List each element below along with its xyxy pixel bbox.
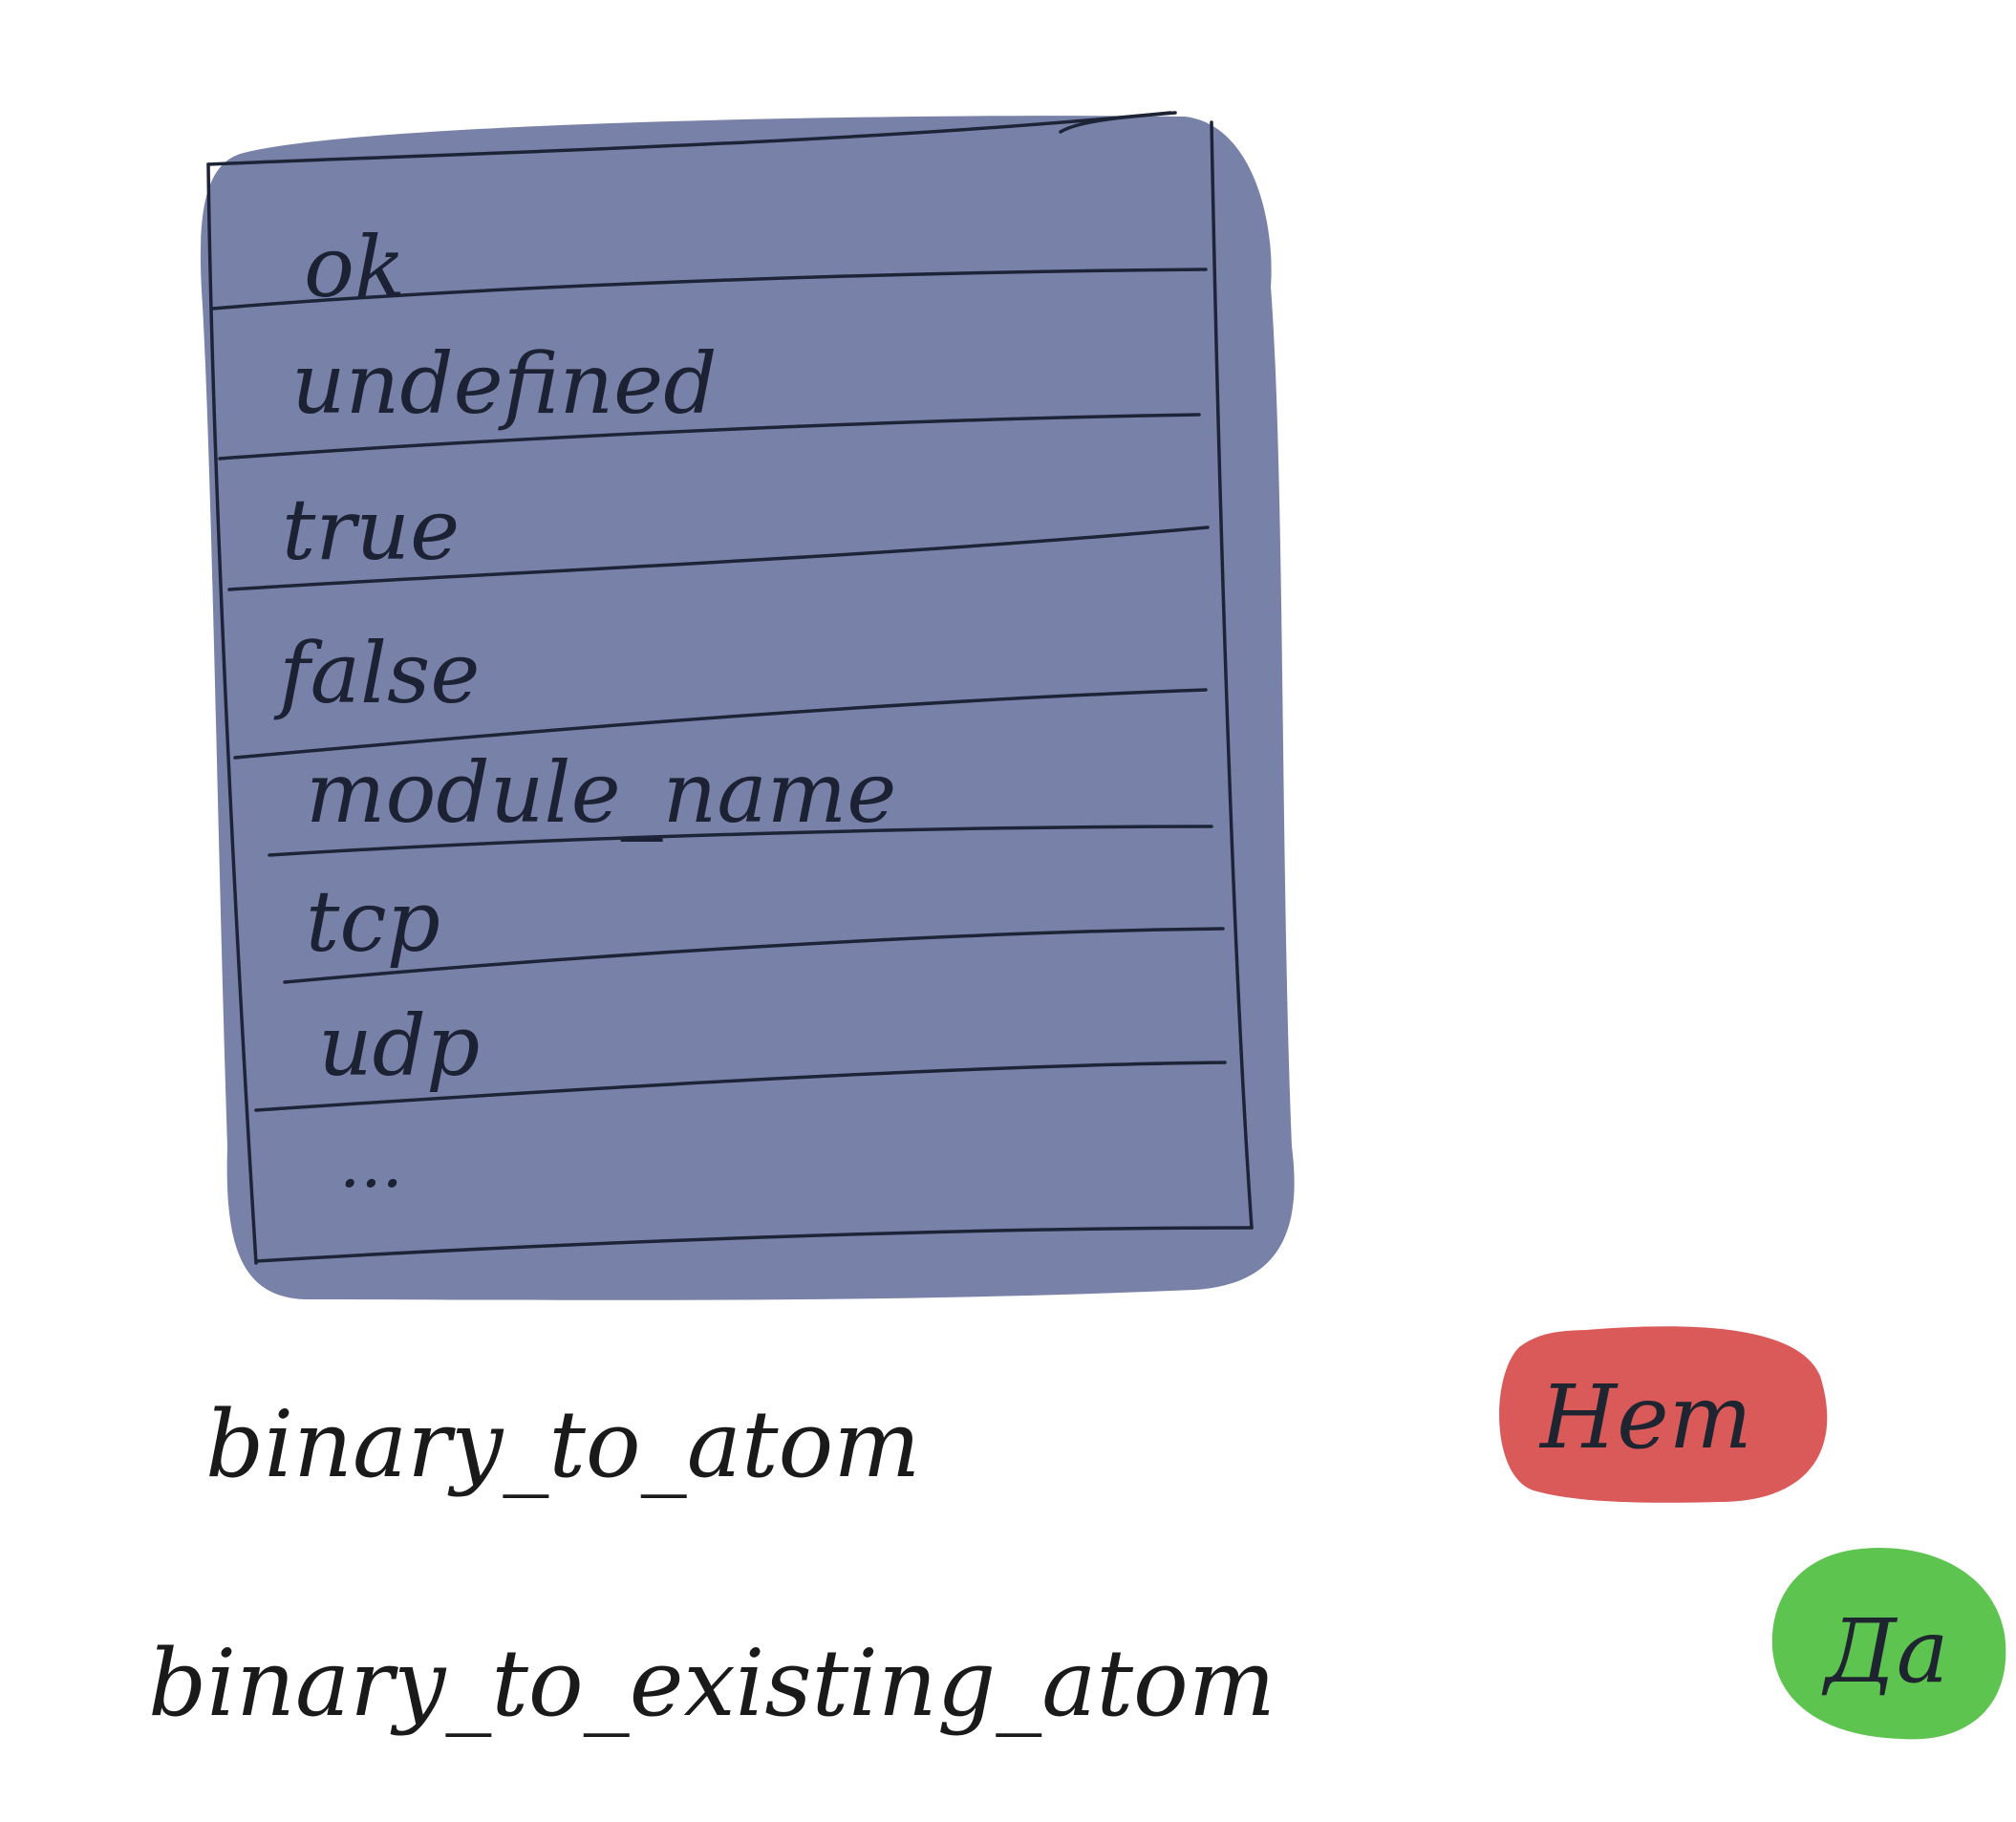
atom-row-udp: udp	[318, 997, 480, 1095]
function-name-binary-to-atom: binary_to_atom	[205, 1391, 920, 1498]
atom-row-ok: ok	[304, 218, 405, 316]
function-binary-to-existing-atom: binary_to_existing_atom Да	[148, 1548, 2006, 1740]
atom-row-ellipsis: ...	[339, 1125, 403, 1203]
atom-row-module-name: module_name	[306, 743, 896, 842]
atom-list: ok undefined true false module_name tcp …	[273, 218, 896, 1203]
badge-no-text: Нет	[1538, 1366, 1752, 1468]
function-binary-to-atom: binary_to_atom Нет	[205, 1326, 1828, 1503]
badge-no-bubble	[1499, 1326, 1828, 1503]
atom-row-tcp: tcp	[306, 872, 440, 971]
atom-table-background	[200, 116, 1295, 1300]
atom-table-grid	[206, 111, 1254, 1265]
function-name-binary-to-existing-atom: binary_to_existing_atom	[148, 1630, 1276, 1737]
atom-row-true: true	[282, 481, 460, 579]
badge-yes-text: Да	[1821, 1600, 1949, 1703]
atom-row-false: false	[273, 624, 480, 722]
badge-yes-bubble	[1771, 1548, 2006, 1740]
atom-row-undefined: undefined	[291, 334, 718, 433]
